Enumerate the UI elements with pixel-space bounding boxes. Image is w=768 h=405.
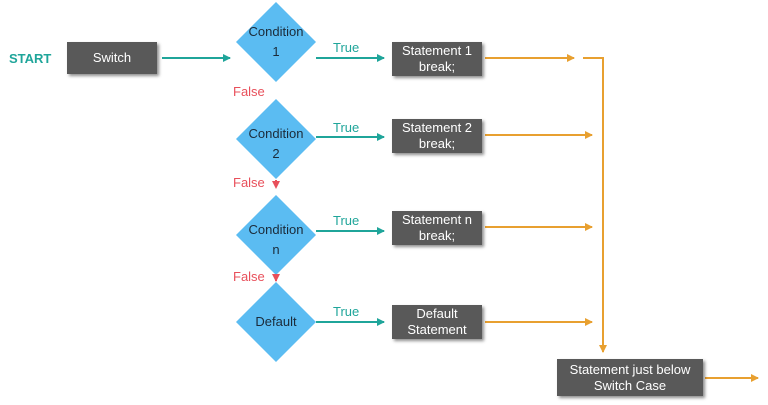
condition-1-text: Condition 1: [236, 22, 316, 62]
statement-n-line1: Statement n: [401, 212, 473, 227]
statement-1-line2: break;: [418, 59, 456, 74]
statement-2-box: Statement 2 break;: [392, 119, 482, 153]
switch-label: Switch: [92, 50, 132, 65]
true-label-2: True: [333, 120, 360, 135]
condition-1-line2: 1: [272, 44, 280, 59]
statement-n-line2: break;: [418, 228, 456, 243]
false-label-1: False: [233, 84, 265, 99]
start-label: START: [9, 51, 52, 66]
condition-n-line2: n: [272, 242, 280, 257]
statement-2-line2: break;: [418, 136, 456, 151]
default-text: Default: [236, 312, 316, 332]
true-label-n: True: [333, 213, 360, 228]
condition-2-text: Condition 2: [236, 124, 316, 164]
true-label-default: True: [333, 304, 360, 319]
true-label-1: True: [333, 40, 360, 55]
default-statement-line2: Statement: [407, 322, 467, 337]
statement-1-line1: Statement 1: [401, 43, 473, 58]
final-line2: Switch Case: [593, 377, 667, 393]
default-statement-line1: Default: [416, 306, 458, 321]
false-label-n: False: [233, 269, 265, 284]
default-statement-box: Default Statement: [392, 305, 482, 339]
condition-2-diamond: [236, 99, 316, 179]
default-line1: Default: [255, 314, 297, 329]
condition-2-line2: 2: [272, 146, 280, 161]
condition-n-line1: Condition: [248, 222, 304, 237]
condition-n-text: Condition n: [236, 220, 316, 260]
false-label-2: False: [233, 175, 265, 190]
condition-2-line1: Condition: [248, 126, 304, 141]
statement-2-line1: Statement 2: [401, 120, 473, 135]
default-diamond: [236, 282, 316, 362]
final-line1: Statement just below: [569, 361, 691, 377]
condition-n-diamond: [236, 195, 316, 275]
condition-1-line1: Condition: [248, 24, 304, 39]
condition-1-diamond: [236, 2, 316, 82]
collector-line: [583, 57, 607, 353]
statement-below-switch-box: Statement just below Switch Case: [557, 359, 703, 396]
statement-1-box: Statement 1 break;: [392, 42, 482, 76]
switch-box: Switch: [67, 42, 157, 74]
statement-n-box: Statement n break;: [392, 211, 482, 245]
